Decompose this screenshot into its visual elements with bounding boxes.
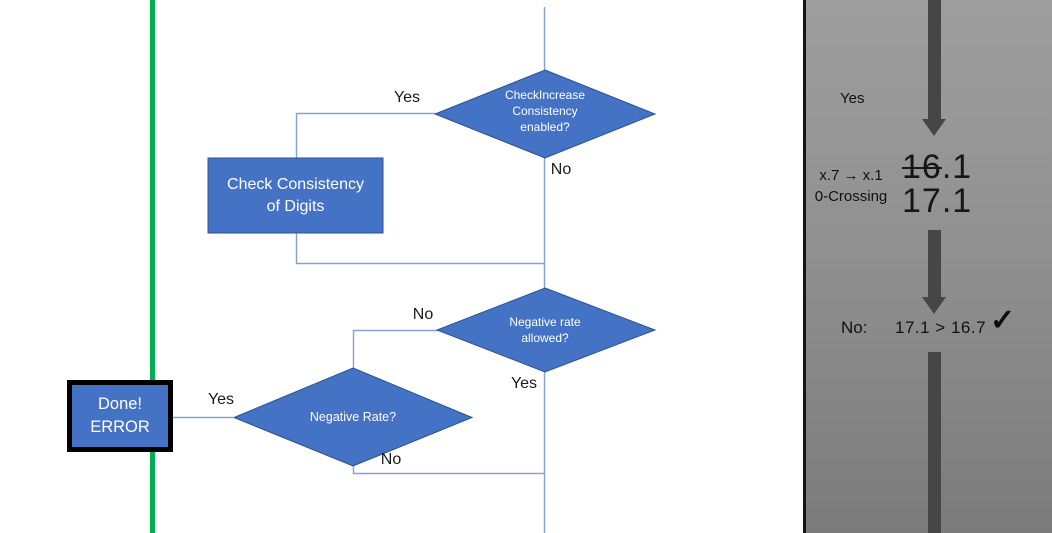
- branch-label-check-increase-no: No: [550, 161, 572, 178]
- panel-old-value-rest: .1: [941, 148, 973, 186]
- diamond-check-increase-label: CheckIncrease Consistency enabled?: [465, 85, 625, 137]
- panel-rule-text: x.7 → x.1 0-Crossing: [807, 165, 895, 207]
- rect-check-consistency-line1: Check Consistency: [227, 175, 364, 193]
- down-arrow-3-shaft: [928, 352, 941, 533]
- panel-yes-label: Yes: [840, 90, 865, 107]
- panel-old-value: 16.1: [902, 150, 972, 184]
- connector-lines: [173, 7, 546, 533]
- branch-label-negative-rate-yes: Yes: [207, 391, 235, 408]
- rect-check-consistency: [207, 157, 384, 234]
- diamond-negative-allowed: [435, 287, 657, 373]
- diamond-negative-rate-label: Negative Rate?: [273, 409, 433, 425]
- done-line2: ERROR: [90, 418, 150, 436]
- rect-check-consistency-label: Check Consistency of Digits: [208, 158, 383, 233]
- diamond-check-increase: [433, 69, 657, 159]
- branch-label-negative-allowed-yes: Yes: [510, 375, 538, 392]
- branch-label-negative-allowed-no: No: [412, 306, 434, 323]
- diamond-negative-allowed-line1: Negative rate: [509, 315, 581, 329]
- branch-label-check-increase-yes: Yes: [393, 89, 421, 106]
- diamond-negative-allowed-line2: allowed?: [521, 331, 569, 345]
- panel-values: 16.1 17.1: [902, 150, 972, 218]
- panel-comparison: 17.1 > 16.7: [895, 318, 987, 337]
- branch-label-negative-rate-no: No: [380, 451, 402, 468]
- down-arrow-1-head-icon: [922, 119, 946, 136]
- annotation-panel: Yes x.7 → x.1 0-Crossing 16.1 17.1 No: 1…: [803, 0, 1052, 533]
- diamond-negative-allowed-label: Negative rate allowed?: [465, 311, 625, 349]
- down-arrow-1-shaft: [928, 0, 941, 119]
- down-arrow-2-shaft: [928, 230, 941, 297]
- done-error-box: [67, 380, 173, 452]
- done-line1: Done!: [97, 395, 143, 413]
- checkmark-icon: ✓: [990, 304, 1016, 337]
- panel-old-value-struck: 16: [902, 148, 942, 186]
- panel-new-value: 17.1: [902, 182, 973, 220]
- diamond-check-increase-line3: enabled?: [520, 120, 570, 134]
- done-error-box-label: Done! ERROR: [67, 380, 173, 452]
- panel-rule-line2: 0-Crossing: [814, 188, 888, 205]
- diamond-check-increase-line2: Consistency: [512, 104, 578, 118]
- panel-result-prefix: No:: [841, 318, 868, 337]
- rect-check-consistency-line2: of Digits: [266, 197, 325, 215]
- diamond-negative-rate: [232, 367, 474, 467]
- diamond-negative-rate-text: Negative Rate?: [309, 410, 397, 424]
- panel-rule-line1: x.7 → x.1: [819, 167, 883, 184]
- down-arrow-2-head-icon: [922, 297, 946, 314]
- diamond-check-increase-line1: CheckIncrease: [504, 88, 586, 102]
